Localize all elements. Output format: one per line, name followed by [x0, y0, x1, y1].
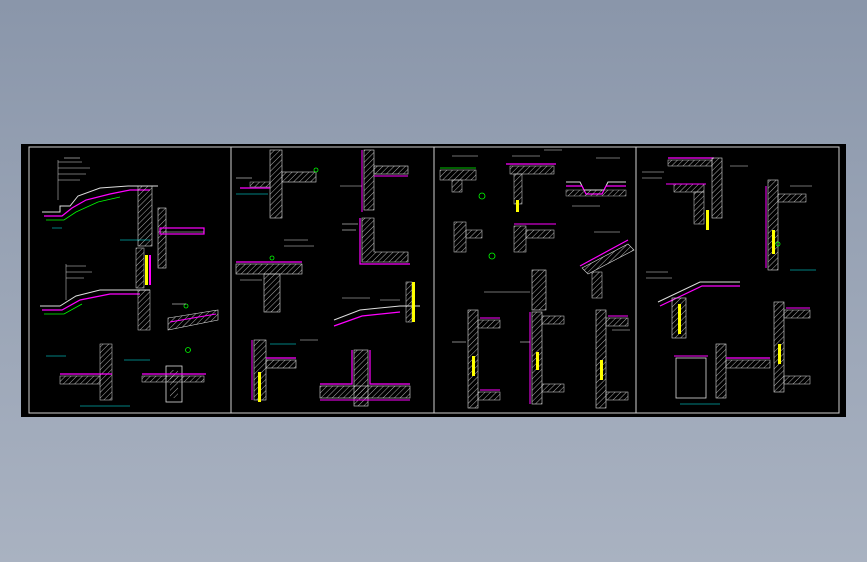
detail-panel-3: [439, 163, 635, 409]
detail-panel-4: [646, 157, 816, 405]
detail-panel-2: [235, 149, 420, 407]
annotation-marks: [64, 149, 812, 343]
detail-panel-1: [40, 160, 219, 407]
